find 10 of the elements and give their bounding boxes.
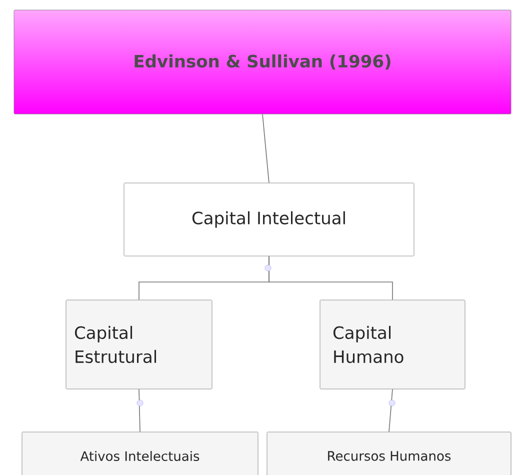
title-box: Edvinson & Sullivan (1996) <box>14 10 512 114</box>
leaf-box: Recursos Humanos <box>266 432 512 475</box>
connector <box>138 388 140 432</box>
topic-box: Capital Intelectual <box>124 182 414 256</box>
leaf-box: Ativos Intelectuais <box>22 432 258 475</box>
connector <box>388 388 393 432</box>
subtopic-box: Capital Estrutural <box>66 300 212 390</box>
connector <box>268 256 393 300</box>
connector <box>262 114 270 184</box>
subtopic-box: Capital Humano <box>320 300 466 390</box>
